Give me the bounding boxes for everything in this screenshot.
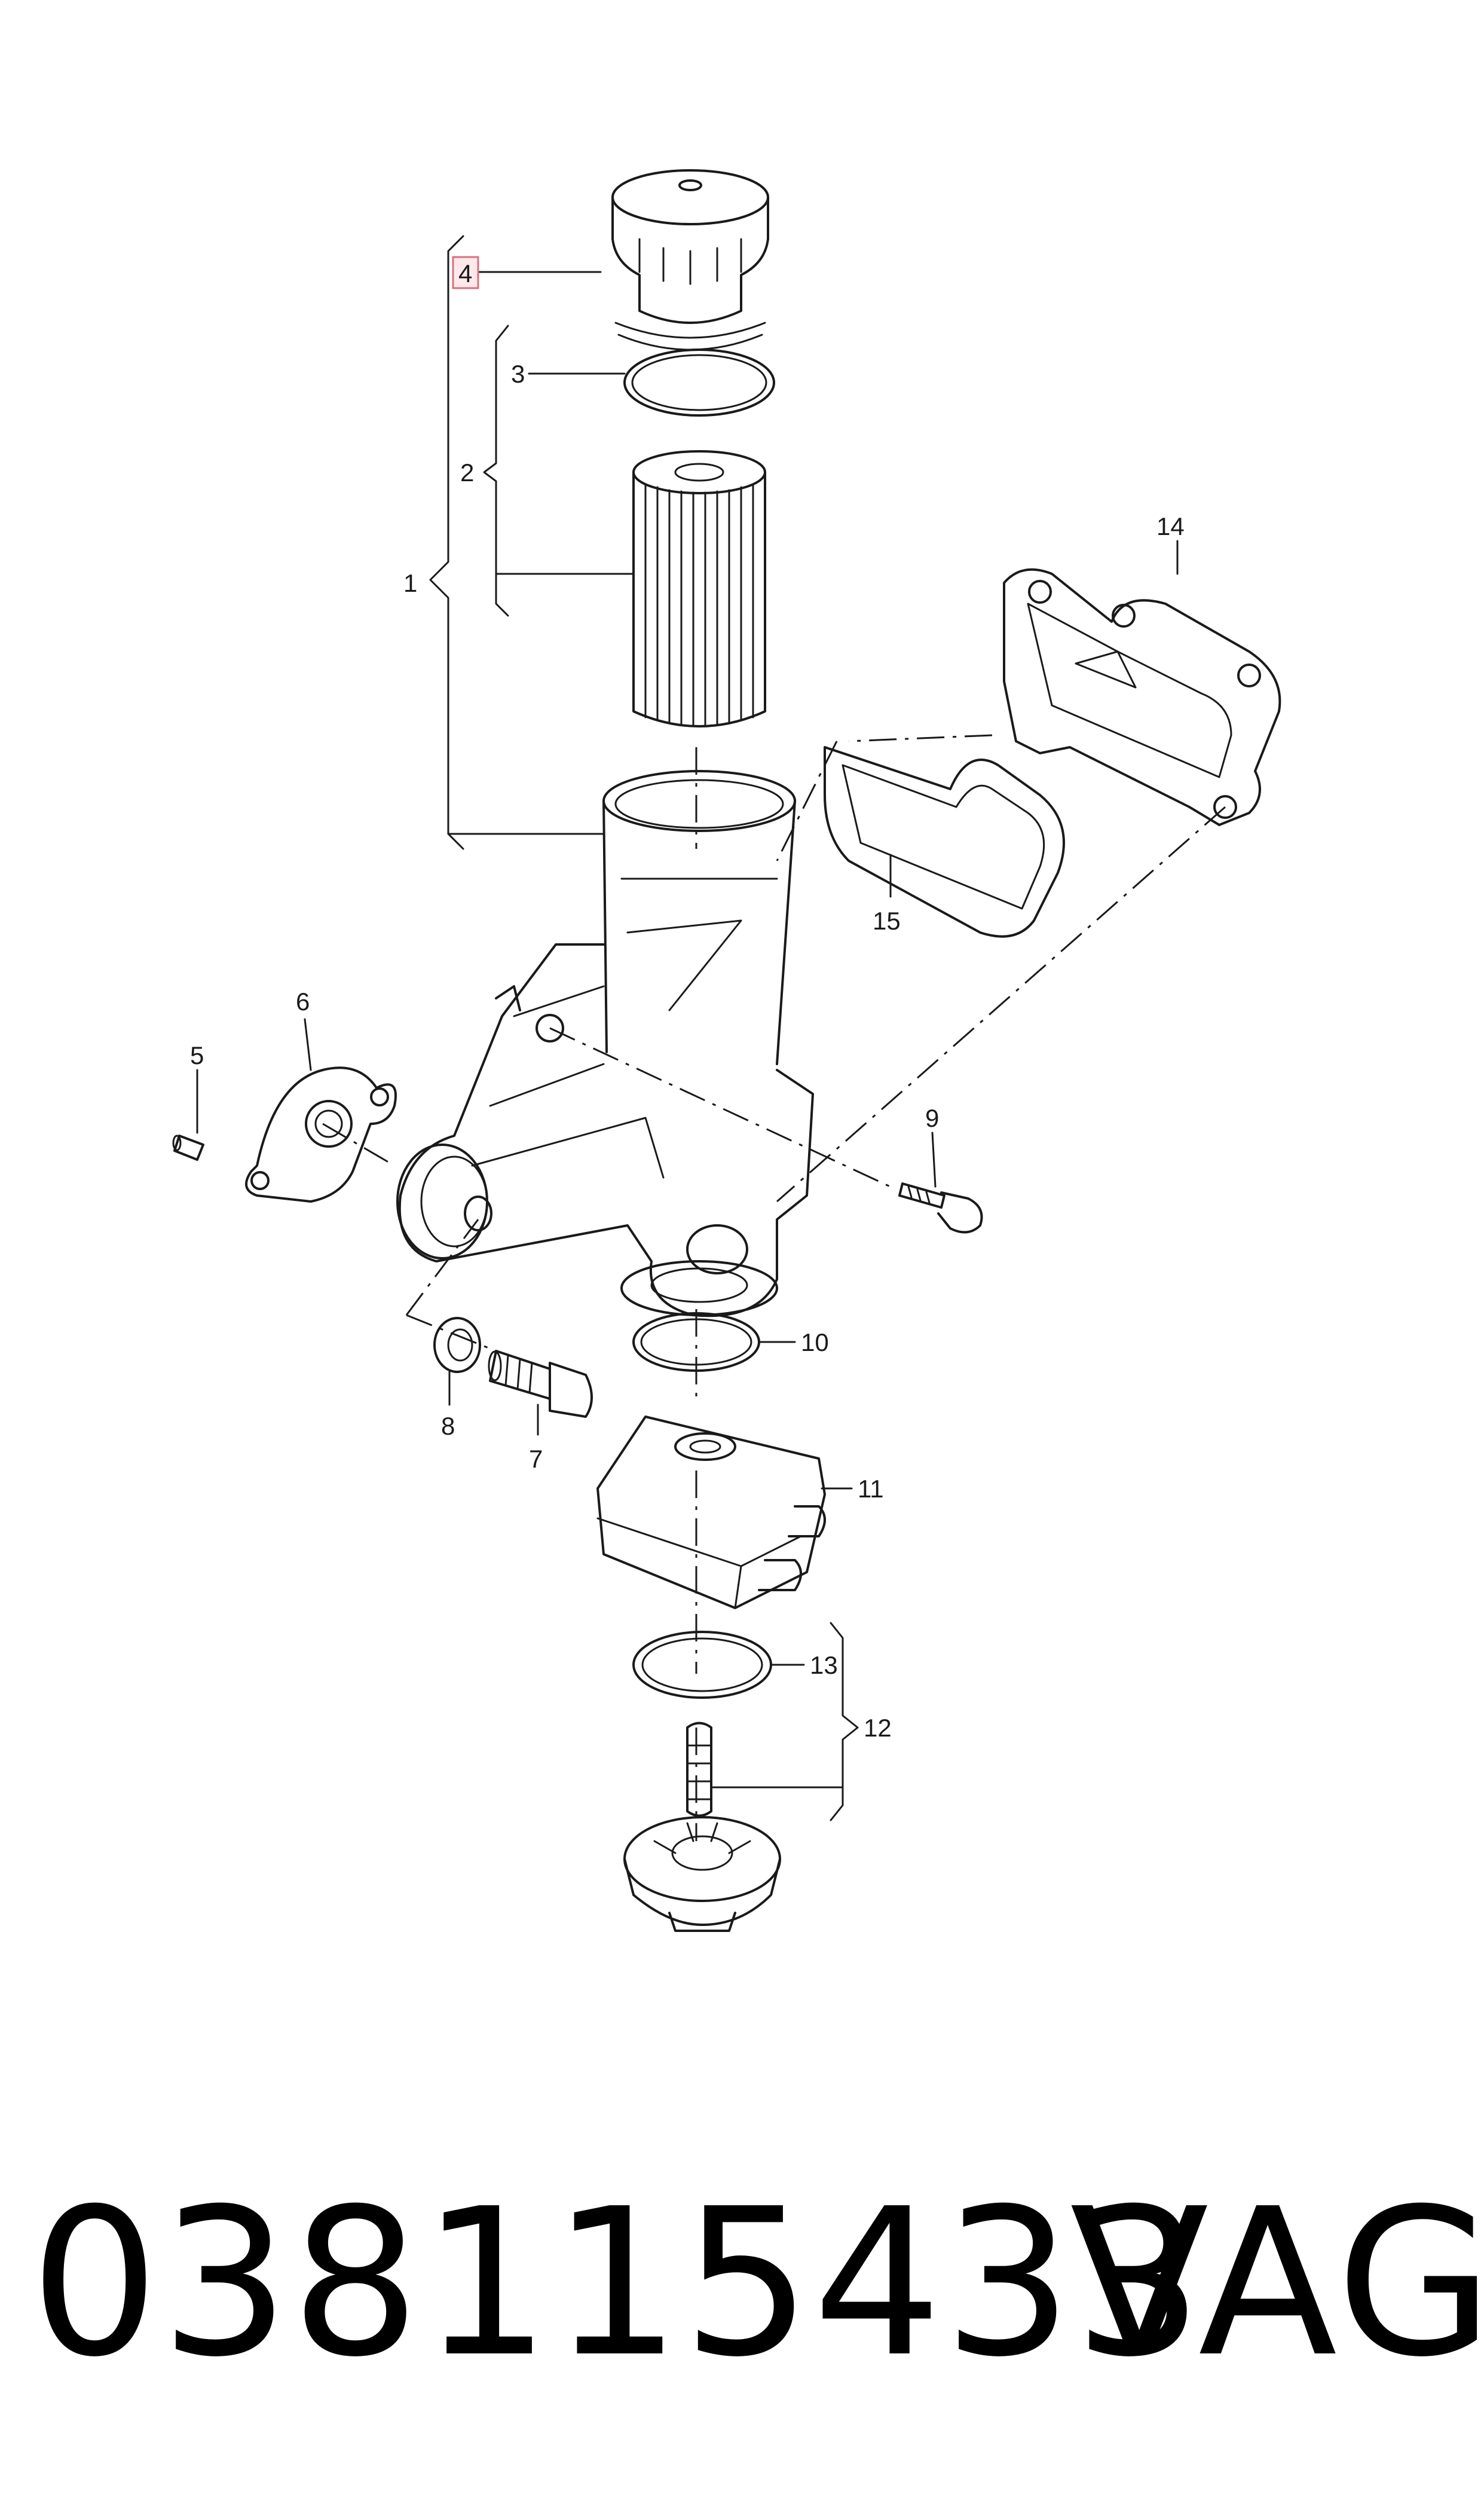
callout-6[interactable]: 6 (296, 988, 310, 1016)
callout-10[interactable]: 10 (801, 1328, 829, 1356)
callout-4[interactable]: 4 (458, 259, 472, 288)
callout-8[interactable]: 8 (441, 1412, 455, 1440)
callout-12[interactable]: 12 (864, 1714, 892, 1742)
callout-13[interactable]: 13 (810, 1651, 838, 1679)
part-washer-8 (433, 1317, 481, 1373)
part-sealing-ring-13 (632, 1631, 772, 1699)
part-hollow-bolt (623, 1722, 781, 1932)
part-cover-plate (1003, 568, 1281, 826)
callout-14[interactable]: 14 (1156, 512, 1185, 540)
exploded-parts-diagram: 4 3 2 1 14 15 6 5 9 10 8 7 11 13 12 (172, 169, 1281, 1932)
assembly-lines (322, 734, 1226, 1841)
part-pin-5 (172, 1135, 204, 1161)
callout-3[interactable]: 3 (511, 360, 525, 388)
part-oil-filter-cap (611, 169, 769, 351)
callout-labels: 4 3 2 1 14 15 6 5 9 10 8 7 11 13 12 (190, 256, 1185, 1742)
part-sealing-ring-3 (623, 348, 775, 417)
part-bolt-9 (898, 1182, 983, 1234)
callout-leaders (196, 235, 1179, 1821)
part-bolt-7 (488, 1350, 593, 1418)
callout-1[interactable]: 1 (403, 569, 417, 597)
callout-15[interactable]: 15 (873, 907, 901, 935)
part-oil-cooler (596, 1416, 826, 1609)
part-oil-filter-housing (396, 770, 814, 1317)
callout-9[interactable]: 9 (925, 1104, 939, 1132)
part-number: 038115433 (30, 2165, 1204, 2402)
part-flange-6 (245, 1066, 397, 1203)
callout-11[interactable]: 11 (858, 1475, 884, 1503)
callout-7[interactable]: 7 (529, 1445, 543, 1473)
part-filter-element (632, 450, 766, 727)
callout-2[interactable]: 2 (460, 458, 474, 487)
callout-5[interactable]: 5 (190, 1041, 204, 1069)
callout-4-highlight (452, 256, 479, 289)
brand-name: VAG (1070, 2165, 1484, 2402)
part-gasket-15 (824, 746, 1065, 938)
